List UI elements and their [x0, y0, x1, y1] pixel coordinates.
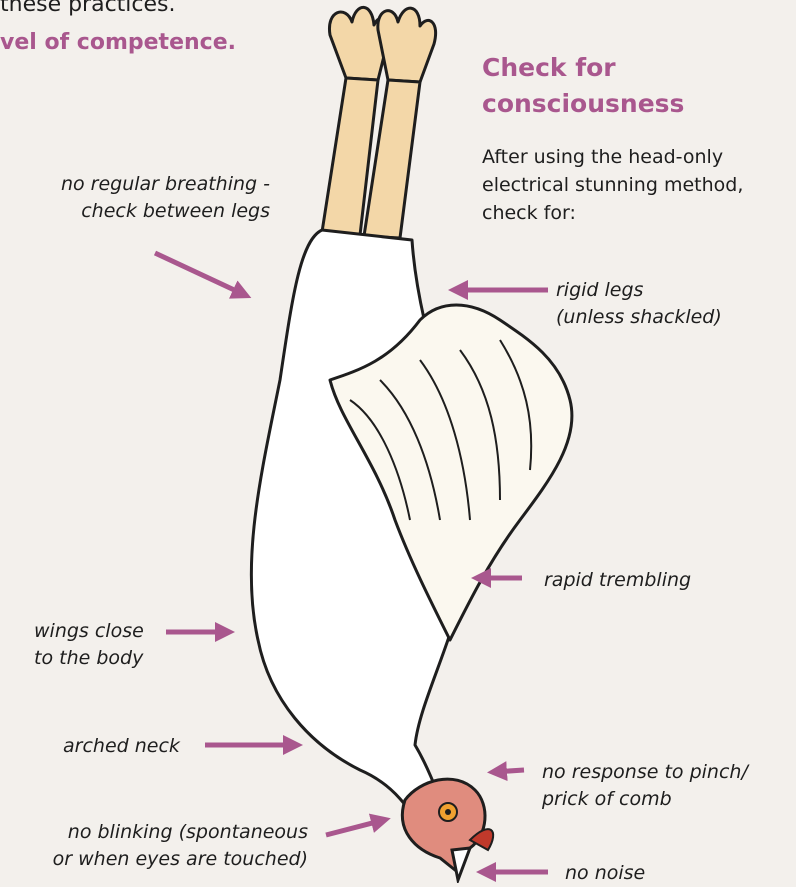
label-wings: wings close to the body: [34, 618, 144, 672]
arrow-blinking: [326, 820, 384, 835]
label-neck: arched neck: [63, 733, 180, 760]
label-blinking: no blinking (spontaneous or when eyes ar…: [0, 819, 308, 873]
label-breathing: no regular breathing - check between leg…: [0, 171, 270, 225]
arrow-breathing: [155, 253, 245, 295]
label-pinch: no response to pinch/ prick of comb: [542, 759, 748, 813]
label-trembling: rapid trembling: [544, 567, 691, 594]
label-legs: rigid legs (unless shackled): [556, 277, 756, 331]
legs-illustration: [322, 78, 420, 238]
feet-illustration: [329, 7, 435, 82]
head-illustration: [402, 779, 493, 880]
arrow-pinch: [494, 770, 524, 772]
